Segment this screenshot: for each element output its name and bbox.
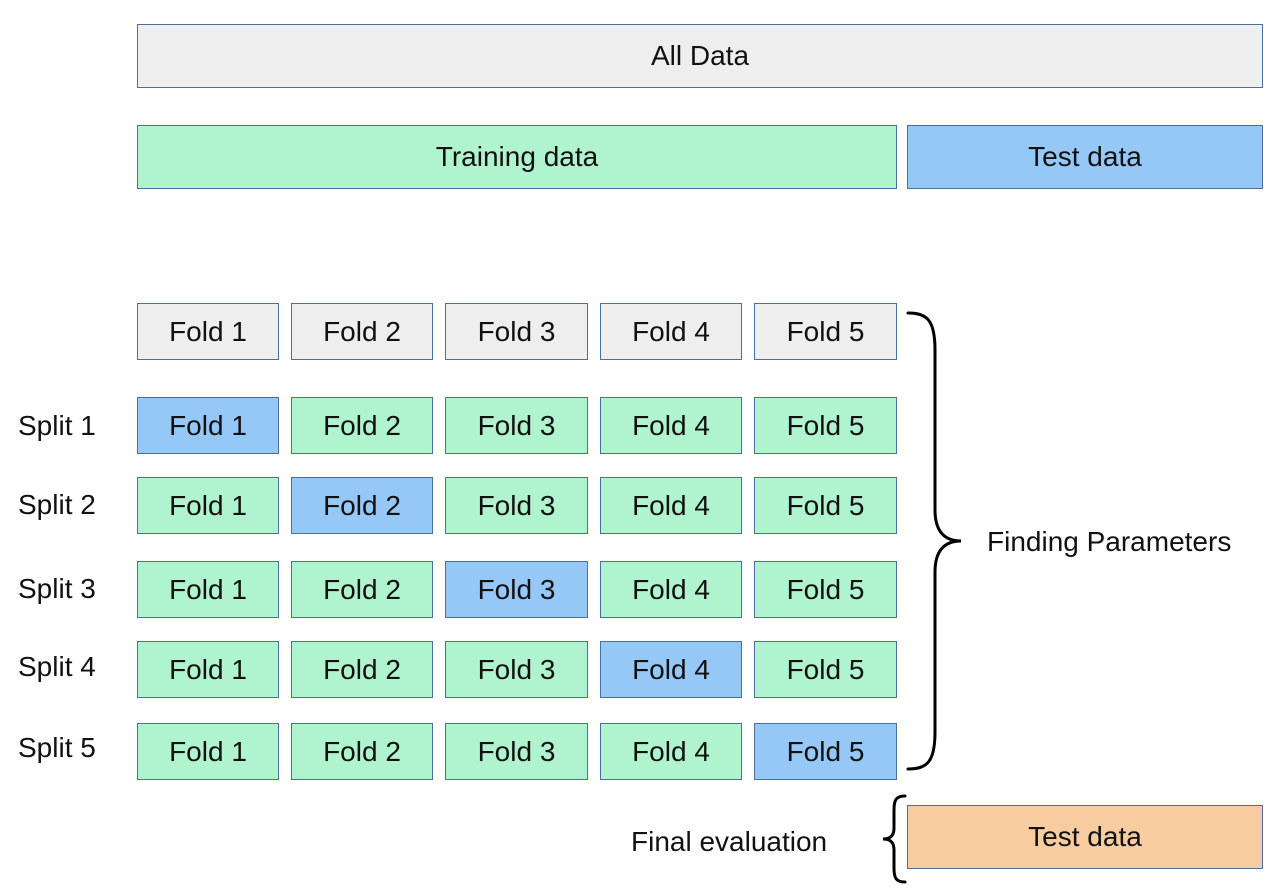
fold-header-label: Fold 2: [323, 315, 401, 347]
fold-label: Fold 4: [632, 735, 710, 767]
fold-label: Fold 2: [323, 735, 401, 767]
fold-header-label: Fold 3: [477, 315, 556, 347]
all-data-label: All Data: [650, 40, 750, 71]
split5-fold-3: Fold 3: [445, 723, 588, 780]
fold-label: Fold 5: [786, 409, 865, 441]
fold-label: Fold 3: [477, 653, 556, 685]
split4-fold-2: Fold 2: [291, 641, 433, 698]
fold-header-label: Fold 4: [632, 315, 710, 347]
final-evaluation-label: Final evaluation: [631, 826, 828, 857]
split4-fold-5: Fold 5: [754, 641, 897, 698]
split-label-5: Split 5: [18, 732, 96, 763]
split5-fold-2: Fold 2: [291, 723, 433, 780]
fold-label: Fold 2: [323, 409, 401, 441]
fold-label: Fold 5: [786, 489, 865, 521]
fold-label: Fold 1: [169, 489, 247, 521]
split5-fold-1: Fold 1: [137, 723, 279, 780]
final-test-data-bar: Test data: [907, 805, 1263, 869]
fold-label: Fold 5: [786, 735, 865, 767]
fold-header-label: Fold 1: [169, 315, 247, 347]
fold-label: Fold 1: [169, 573, 247, 605]
finding-parameters-label: Finding Parameters: [987, 526, 1232, 557]
split4-fold-4: Fold 4: [600, 641, 742, 698]
split2-fold-4: Fold 4: [600, 477, 742, 534]
fold-label: Fold 5: [786, 573, 865, 605]
final-test-data-label: Test data: [1028, 821, 1142, 852]
split1-fold-2: Fold 2: [291, 397, 433, 454]
split5-fold-4: Fold 4: [600, 723, 742, 780]
split5-fold-5: Fold 5: [754, 723, 897, 780]
all-data-bar: All Data: [137, 24, 1263, 88]
split-label-2: Split 2: [18, 489, 96, 520]
fold-label: Fold 5: [786, 653, 865, 685]
fold-header-2: Fold 2: [291, 303, 433, 360]
split4-fold-1: Fold 1: [137, 641, 279, 698]
fold-label: Fold 3: [477, 573, 556, 605]
training-data-bar: Training data: [137, 125, 897, 189]
fold-label: Fold 2: [323, 573, 401, 605]
split2-fold-1: Fold 1: [137, 477, 279, 534]
fold-label: Fold 1: [169, 409, 247, 441]
split1-fold-1: Fold 1: [137, 397, 279, 454]
fold-header-4: Fold 4: [600, 303, 742, 360]
fold-header-5: Fold 5: [754, 303, 897, 360]
split3-fold-5: Fold 5: [754, 561, 897, 618]
fold-label: Fold 4: [632, 573, 710, 605]
split2-fold-2: Fold 2: [291, 477, 433, 534]
fold-header-3: Fold 3: [445, 303, 588, 360]
split-label-3: Split 3: [18, 573, 96, 604]
split-label-4: Split 4: [18, 651, 96, 682]
fold-label: Fold 4: [632, 409, 710, 441]
fold-header-1: Fold 1: [137, 303, 279, 360]
fold-label: Fold 3: [477, 735, 556, 767]
split2-fold-5: Fold 5: [754, 477, 897, 534]
split3-fold-4: Fold 4: [600, 561, 742, 618]
training-data-label: Training data: [435, 141, 599, 172]
split3-fold-2: Fold 2: [291, 561, 433, 618]
split2-fold-3: Fold 3: [445, 477, 588, 534]
fold-label: Fold 1: [169, 735, 247, 767]
fold-label: Fold 1: [169, 653, 247, 685]
fold-label: Fold 2: [323, 489, 401, 521]
test-data-label: Test data: [1028, 141, 1142, 172]
finding-parameters-brace: [906, 311, 962, 771]
fold-label: Fold 4: [632, 653, 710, 685]
fold-label: Fold 3: [477, 489, 556, 521]
split-label-1: Split 1: [18, 410, 96, 441]
split1-fold-5: Fold 5: [754, 397, 897, 454]
split1-fold-4: Fold 4: [600, 397, 742, 454]
fold-header-label: Fold 5: [786, 315, 865, 347]
fold-label: Fold 4: [632, 489, 710, 521]
test-data-bar: Test data: [907, 125, 1263, 189]
fold-label: Fold 3: [477, 409, 556, 441]
split4-fold-3: Fold 3: [445, 641, 588, 698]
fold-label: Fold 2: [323, 653, 401, 685]
split3-fold-3: Fold 3: [445, 561, 588, 618]
split1-fold-3: Fold 3: [445, 397, 588, 454]
final-evaluation-brace: [882, 794, 907, 884]
split3-fold-1: Fold 1: [137, 561, 279, 618]
